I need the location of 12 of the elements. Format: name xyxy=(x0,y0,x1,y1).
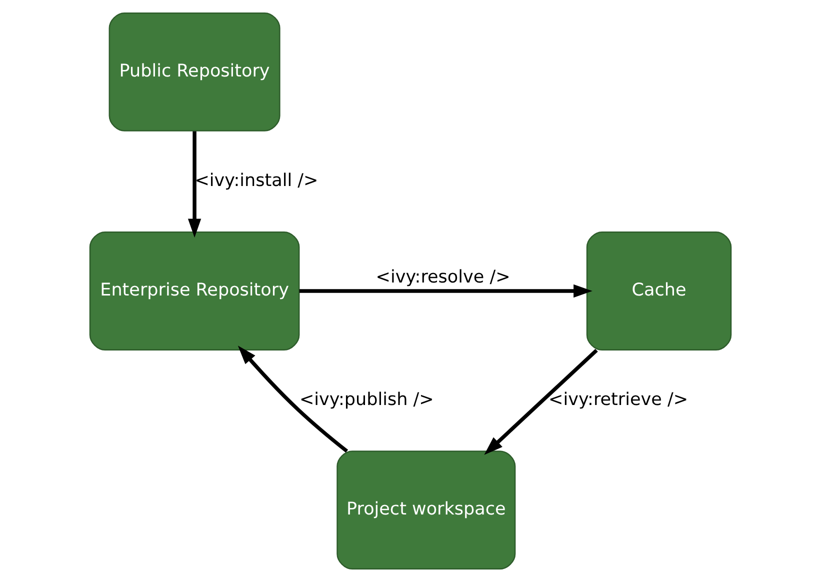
node-box: Project workspace xyxy=(336,450,516,570)
node-box: Public Repository xyxy=(108,12,280,132)
arrow xyxy=(484,348,598,455)
arrow xyxy=(187,131,201,238)
edge-label: <ivy:resolve /> xyxy=(375,267,510,288)
edge-label: <ivy:install /> xyxy=(194,171,318,192)
node-box: Cache xyxy=(586,232,732,350)
edge-label: <ivy:publish /> xyxy=(299,390,434,410)
arrow xyxy=(298,284,592,298)
arrow xyxy=(237,346,348,453)
edge-label: <ivy:retrieve /> xyxy=(548,390,688,410)
node-box: Enterprise Repository xyxy=(88,232,300,350)
